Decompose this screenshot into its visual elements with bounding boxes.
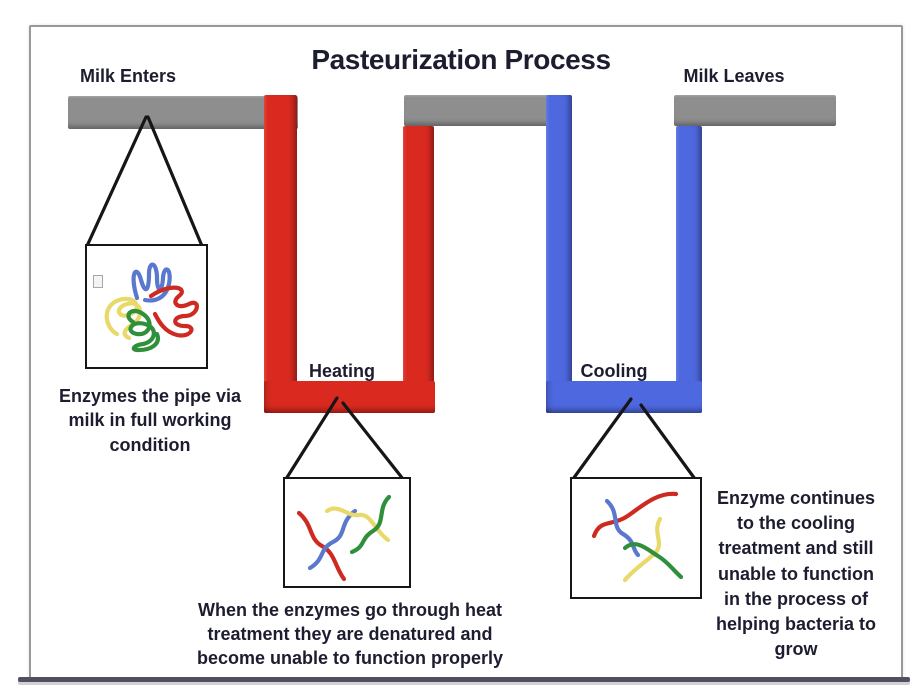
tangled-enzymes-illustration	[104, 262, 199, 353]
heating-pipe-right	[403, 126, 434, 413]
diagram-title: Pasteurization Process	[311, 44, 611, 75]
denatured-enzymes-illustration	[296, 494, 392, 582]
cooling-caption: Enzyme continues to the cooling treatmen…	[715, 488, 877, 660]
heating-caption: When the enzymes go through heat treatme…	[196, 600, 504, 668]
cursor-placeholder-icon	[93, 275, 103, 288]
cooling-label: Cooling	[580, 361, 648, 381]
transfer-pipe	[404, 95, 571, 126]
heating-pipe-left	[264, 95, 297, 413]
cooling-pipe-right	[676, 126, 702, 413]
intake-caption: Enzymes the pipe via milk in full workin…	[58, 386, 242, 455]
cooling-enzyme-box	[570, 477, 702, 599]
denatured-enzymes-illustration	[591, 491, 684, 583]
heating-enzyme-box	[283, 477, 411, 588]
milk-enters-label: Milk Enters	[79, 66, 177, 86]
milk-leaves-label: Milk Leaves	[683, 66, 785, 86]
cooling-pipe-left	[546, 95, 572, 413]
outlet-pipe	[674, 95, 836, 126]
window-bottom-edge	[18, 677, 910, 682]
heating-label: Heating	[308, 361, 375, 381]
cooling-pipe-bottom	[546, 381, 702, 413]
heating-pipe-bottom	[264, 381, 435, 413]
intake-enzyme-box	[85, 244, 208, 369]
